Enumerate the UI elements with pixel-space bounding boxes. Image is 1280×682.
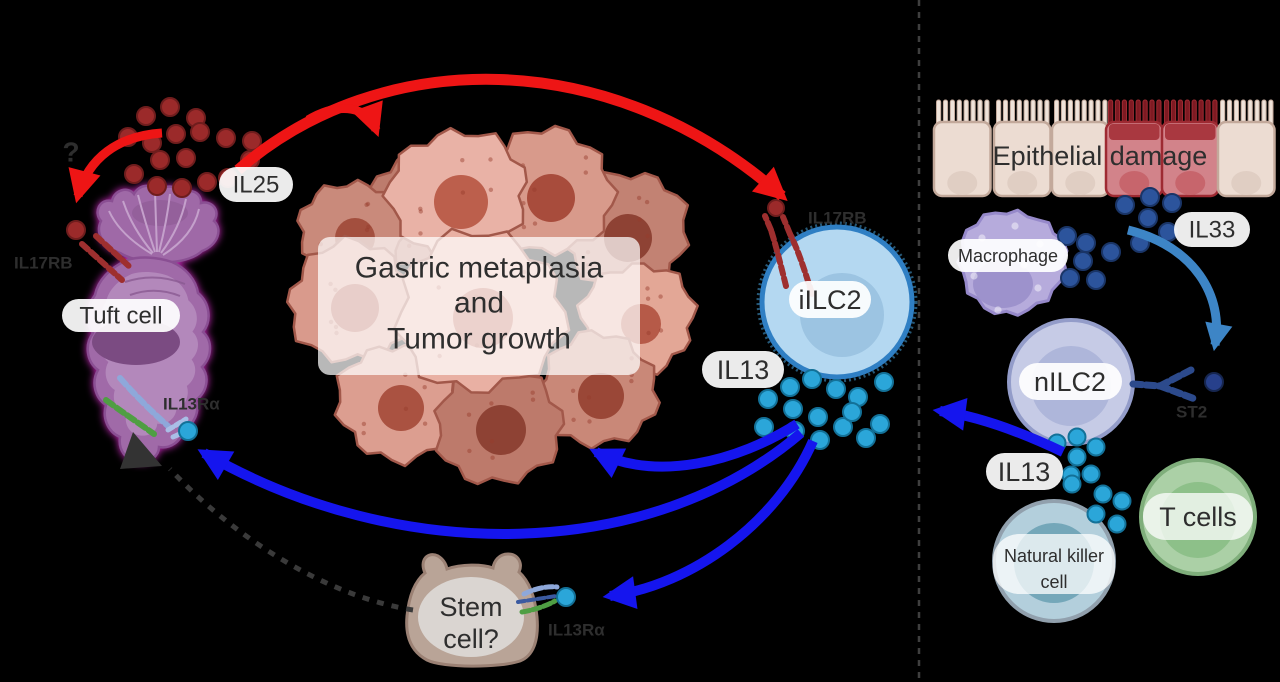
il25-molecules bbox=[118, 97, 262, 198]
iilc2-label: iILC2 bbox=[798, 285, 861, 315]
stem-cell-label-line1: Stem bbox=[439, 592, 502, 622]
tuft-cell-cilia bbox=[108, 191, 200, 256]
tumor-label-box bbox=[318, 237, 640, 375]
tuft-cell-organelles bbox=[124, 276, 186, 297]
stem-cell-label-line2: cell? bbox=[443, 624, 499, 654]
t-cells-label-band bbox=[1143, 493, 1253, 540]
question-mark: ? bbox=[62, 137, 79, 168]
arrow-stemcell-to-tuftcell-dashed bbox=[168, 467, 414, 613]
tumor-label-line3: Tumor growth bbox=[387, 323, 571, 356]
arrow-il25-to-tuftcell bbox=[68, 128, 163, 204]
nk-label-line2: cell bbox=[1040, 572, 1067, 592]
il25-label: IL25 bbox=[233, 172, 280, 199]
nk-label-band bbox=[993, 534, 1115, 594]
tumor-label-line1: Gastric metaplasia bbox=[355, 252, 604, 285]
tumor-label-line2: and bbox=[454, 287, 504, 320]
il33-molecules bbox=[1057, 187, 1182, 290]
macrophage-label-pill bbox=[948, 239, 1068, 272]
il13-right-label: IL13 bbox=[998, 457, 1051, 487]
arrow-il13-to-tuftcell bbox=[197, 429, 805, 539]
il33-molecule-bound-st2 bbox=[1204, 372, 1224, 392]
stem-cell bbox=[405, 552, 539, 668]
stem-cell-inner bbox=[418, 577, 524, 657]
nilc2-label: nILC2 bbox=[1034, 367, 1106, 397]
arrow-il25-to-tumor bbox=[305, 100, 383, 138]
epithelial-damage-label: Epithelial damage bbox=[993, 141, 1208, 171]
il25-molecule-bound-iilc2 bbox=[767, 199, 785, 217]
il13ra-receptor-stem bbox=[516, 584, 560, 615]
epithelium bbox=[932, 99, 1276, 198]
tuft-cell-label-pill bbox=[62, 299, 180, 332]
il13-left-label: IL13 bbox=[717, 355, 770, 385]
arrow-il13-to-tumor bbox=[589, 419, 800, 479]
il13-molecule-bound-stem bbox=[556, 587, 576, 607]
arrow-il25-to-iilc2 bbox=[234, 73, 788, 201]
nk-label-line1: Natural killer bbox=[1004, 546, 1104, 566]
il33-label: IL33 bbox=[1189, 217, 1236, 244]
il17rb-label-tuft: IL17RB bbox=[14, 254, 73, 273]
il25-molecule-bound-tuft bbox=[66, 220, 86, 240]
nilc2-label-pill bbox=[1019, 363, 1122, 400]
t-cells-label: T cells bbox=[1159, 502, 1237, 532]
il17rb-receptor-tuft bbox=[79, 233, 134, 283]
il13ra-label-tuft: IL13Rα bbox=[163, 395, 220, 414]
arrow-il13-right-to-left-panel bbox=[932, 397, 1066, 457]
il13ra-label-stem: IL13Rα bbox=[548, 621, 605, 640]
il13-right-label-pill bbox=[986, 453, 1063, 490]
tuft-cell-cap-shade bbox=[132, 200, 188, 226]
iilc2-membrane-fuzz bbox=[756, 221, 918, 383]
arrow-il13-to-stemcell bbox=[602, 438, 818, 609]
st2-receptor bbox=[1129, 366, 1199, 403]
il13-left-label-pill bbox=[702, 351, 784, 388]
arrowhead-stemcell-to-tuftcell bbox=[120, 432, 162, 469]
il17rb-label-iilc2: IL17RB bbox=[808, 209, 867, 228]
tuft-cell-label: Tuft cell bbox=[79, 303, 162, 330]
iilc2-label-pill bbox=[789, 281, 871, 318]
st2-label: ST2 bbox=[1176, 403, 1207, 422]
il13-molecule-bound-tuft bbox=[178, 421, 198, 441]
macrophage-label: Macrophage bbox=[958, 246, 1058, 266]
il33-label-pill bbox=[1174, 212, 1250, 247]
arrow-il33-to-st2 bbox=[1126, 225, 1233, 352]
il25-label-pill bbox=[219, 167, 293, 202]
